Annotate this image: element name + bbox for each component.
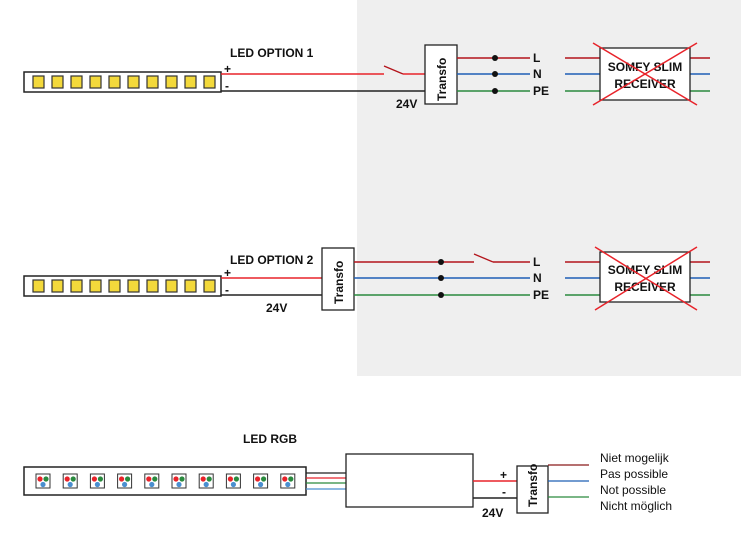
voltage-label: 24V <box>266 301 287 315</box>
transformer-label: Transfo <box>526 464 540 507</box>
line-L: L <box>533 51 540 65</box>
led-option-2: LED OPTION 2 + - 24V Transfo L N PE SOMF… <box>23 246 710 315</box>
led-chip <box>70 279 83 293</box>
led-chip <box>32 75 45 89</box>
cross-out <box>594 246 698 311</box>
minus-label: - <box>225 79 229 93</box>
receiver-label: RECEIVER <box>614 77 676 91</box>
led-option-1: LED OPTION 1 + - 24V Transfo L N PE SOMF… <box>23 42 710 111</box>
voltage-label: 24V <box>396 97 417 111</box>
note-english: Not possible <box>600 483 666 497</box>
transformer-label: Transfo <box>332 261 346 304</box>
led-chip <box>127 279 140 293</box>
led-chip <box>203 75 216 89</box>
note-german: Nicht möglich <box>600 499 672 513</box>
led-chip <box>127 75 140 89</box>
led-chip <box>146 279 159 293</box>
receiver-label: RECEIVER <box>614 280 676 294</box>
plus-label: + <box>224 266 231 280</box>
led-chip <box>184 279 197 293</box>
receiver-label: SOMFY SLIM <box>608 263 682 277</box>
transformer <box>516 465 549 514</box>
minus-label: - <box>225 283 229 297</box>
led-chip <box>203 279 216 293</box>
line-PE: PE <box>533 84 549 98</box>
led-chip <box>108 279 121 293</box>
led-chip <box>165 279 178 293</box>
receiver-label: SOMFY SLIM <box>608 60 682 74</box>
rgb-title: LED RGB <box>243 432 297 446</box>
led-chip <box>108 75 121 89</box>
led-chip <box>165 75 178 89</box>
led-chip <box>51 279 64 293</box>
led-chip <box>70 75 83 89</box>
line-N: N <box>533 67 542 81</box>
led-chip <box>184 75 197 89</box>
option2-title: LED OPTION 2 <box>230 253 314 267</box>
voltage-label: 24V <box>482 506 503 520</box>
transformer <box>424 44 458 105</box>
line-N: N <box>533 271 542 285</box>
transformer <box>321 247 355 311</box>
switch <box>473 253 494 263</box>
rgb-controller <box>345 453 474 508</box>
led-chip <box>146 75 159 89</box>
led-chip <box>32 279 45 293</box>
led-chip <box>89 279 102 293</box>
note-dutch: Niet mogelijk <box>600 451 670 465</box>
plus-label: + <box>500 468 507 482</box>
switch <box>383 65 404 75</box>
led-chip <box>89 75 102 89</box>
cross-out <box>592 42 698 106</box>
transformer-label: Transfo <box>435 58 449 101</box>
minus-label: - <box>502 485 506 499</box>
option1-title: LED OPTION 1 <box>230 46 314 60</box>
line-L: L <box>533 255 540 269</box>
plus-label: + <box>224 62 231 76</box>
led-chip <box>51 75 64 89</box>
note-french: Pas possible <box>600 467 668 481</box>
line-PE: PE <box>533 288 549 302</box>
led-rgb: LED RGB + - 24V Transfo Niet mogelijk Pa… <box>23 432 672 520</box>
